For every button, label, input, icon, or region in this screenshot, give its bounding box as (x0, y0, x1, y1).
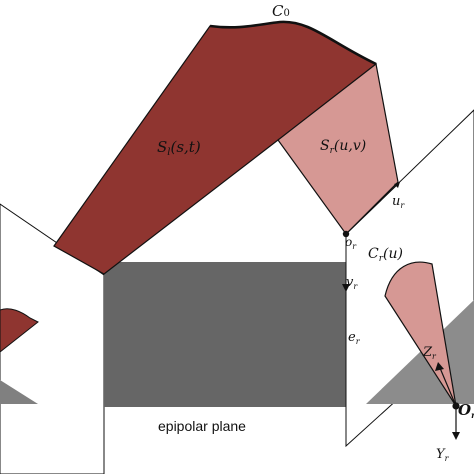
v-axis-arrowhead (342, 284, 350, 292)
z-axis-line (439, 367, 457, 407)
u-axis-arrowhead (394, 182, 400, 188)
origin-point (342, 230, 350, 238)
y-axis-label: Yr (436, 447, 450, 463)
left-surface-fragment (0, 308, 39, 353)
right-surface-sr (277, 62, 399, 235)
camera-center-label: Or (458, 401, 474, 420)
epipolar-plane (104, 262, 346, 407)
origin-label: or (345, 235, 357, 251)
curve-c0-label: C0 (272, 2, 290, 20)
epipolar-plane-caption: epipolar plane (158, 418, 246, 434)
u-axis-label: ur (392, 194, 405, 210)
right-surface-label: Sr(u,v) (320, 138, 366, 156)
epipole-label: er (348, 330, 361, 346)
right-curve-label: Cr(u) (368, 246, 403, 264)
curve-c0 (209, 20, 377, 66)
left-surface-label: Sl(s,t) (157, 138, 201, 158)
left-dark-triangle (0, 380, 38, 404)
z-axis-label: Zr (422, 345, 437, 361)
z-axis-arrowhead (435, 362, 444, 371)
camera-center-point (452, 402, 460, 410)
v-axis-label: vr (346, 275, 358, 291)
y-axis-arrowhead (452, 432, 460, 440)
u-axis-line (345, 183, 399, 235)
